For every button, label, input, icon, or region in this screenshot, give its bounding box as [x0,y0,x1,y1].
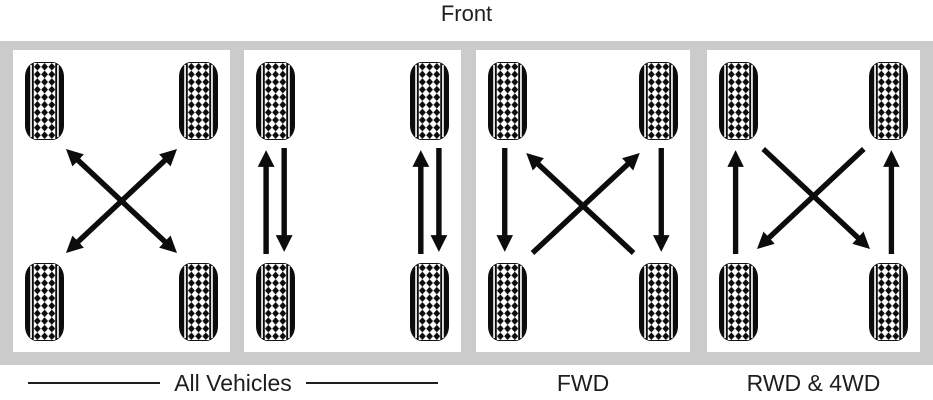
rwd-4wd-label: RWD & 4WD [746,370,881,396]
tire-icon [719,62,758,140]
rotation-arrows [257,148,448,254]
panel-rwd-4wd [707,50,920,352]
rotation-arrows [496,148,670,255]
tire-icon [719,263,758,341]
rotation-arrows [727,147,900,254]
diagram-tray [0,41,933,365]
tire-icon [25,263,64,341]
panel-all-vehicles-front-to-back [244,50,461,352]
front-label: Front [440,1,493,26]
tire-icon [179,263,218,341]
rotation-arrows [65,148,178,254]
tire-icon [869,62,908,140]
tire-icon [256,263,295,341]
right-rule [305,381,438,385]
tire-icon [488,263,527,341]
tire-icon [639,263,678,341]
tire-icon [256,62,295,140]
all-vehicles-caption: All Vehicles [28,368,438,398]
tire-icon [488,62,527,140]
panel-all-vehicles-cross [13,50,230,352]
left-rule [28,381,161,385]
panel-fwd [476,50,690,352]
tire-icon [410,263,449,341]
fwd-label: FWD [556,370,610,396]
tire-icon [410,62,449,140]
tire-icon [639,62,678,140]
all-vehicles-label: All Vehicles [174,369,292,396]
tire-icon [179,62,218,140]
tire-icon [25,62,64,140]
tire-icon [869,263,908,341]
